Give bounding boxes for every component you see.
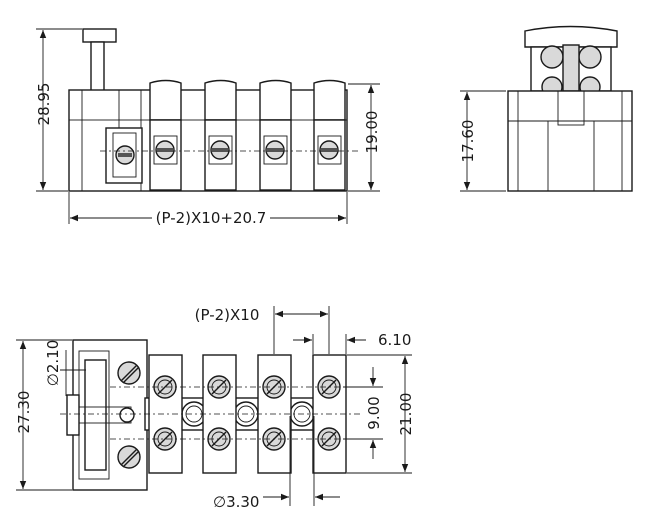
pin-diameter-value: 2.10 [44,340,62,373]
front-terminal-1 [149,79,182,191]
dim-pin-diameter: ∅2.10 [44,340,86,396]
front-terminal-2 [204,79,237,191]
label-pin-diameter: ∅2.10 [44,340,62,386]
label-body-height: 19.00 [363,111,381,154]
label-pitch-width: 6.10 [378,331,411,349]
label-pitch-formula: (P-2)X10 [195,306,260,324]
dim-overall-depth: 27.30 [15,339,72,491]
front-view [68,28,360,192]
hole-diameter-value: 3.30 [226,493,259,511]
label-side-height: 17.60 [459,120,477,163]
dim-overall-height: 28.95 [35,28,82,192]
label-length-formula: (P-2)X10+20.7 [156,209,267,227]
label-body-depth: 21.00 [397,393,415,436]
top-view [60,339,360,491]
dim-side-height: 17.60 [459,90,506,192]
side-view [507,25,633,192]
label-overall-height: 28.95 [35,83,53,126]
dim-body-height: 19.00 [348,83,381,192]
dim-pitch-width: 6.10 [293,331,411,354]
dim-length: (P-2)X10+20.7 [68,192,348,227]
dim-hole-diameter: ∅3.30 [213,416,340,511]
label-hole-diameter: ∅3.30 [213,493,259,511]
front-terminal-3 [259,79,292,191]
label-overall-depth: 27.30 [15,391,33,434]
dim-body-depth: 21.00 [347,354,415,474]
label-screw-spacing: 9.00 [365,396,383,429]
dim-screw-spacing: 9.00 [343,367,383,459]
dim-pitch: (P-2)X10 [195,306,330,354]
front-terminal-4 [313,79,346,191]
diameter-symbol: ∅ [213,493,226,511]
diameter-symbol: ∅ [44,373,62,386]
